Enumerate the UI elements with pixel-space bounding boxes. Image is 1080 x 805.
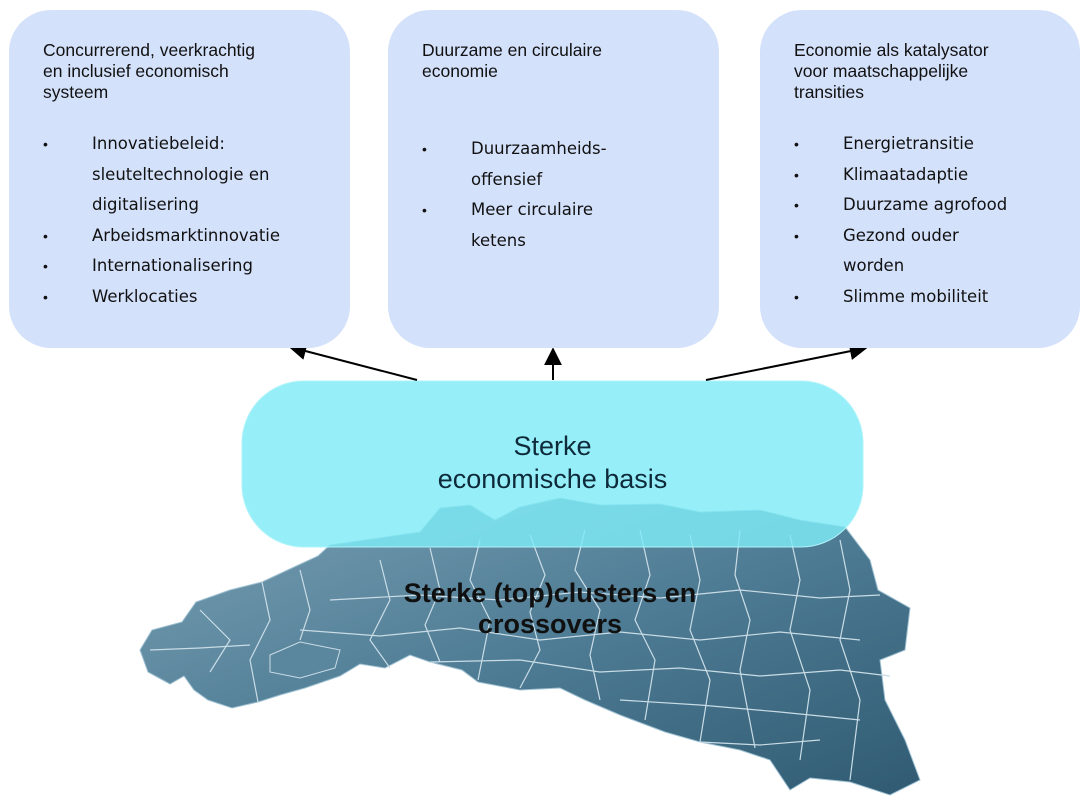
list-item: Arbeidsmarktinnovatie — [43, 221, 336, 252]
goal-box-economic-system: Concurrerend, veerkrachtig en inclusief … — [9, 10, 350, 348]
map-island — [269, 641, 341, 679]
arrow-up-icon — [705, 342, 868, 381]
list-item: Energietransitie — [794, 129, 1066, 160]
goal-title: Duurzame en circulaire economie — [422, 40, 602, 81]
list-item: Werklocaties — [43, 282, 336, 313]
netherlands-map-icon — [139, 497, 921, 796]
goal-box-circular-economy: Duurzame en circulaire economie Duurzaam… — [388, 10, 719, 348]
arrow-up-icon — [288, 342, 418, 381]
goal-list: Innovatiebeleid: sleuteltechnologie en d… — [43, 129, 336, 312]
list-item: Internationalisering — [43, 251, 336, 282]
list-item: Innovatiebeleid: sleuteltechnologie en d… — [43, 129, 336, 221]
list-item: Klimaatadaptie — [794, 160, 1066, 191]
list-item: Meer circulaire ketens — [422, 195, 705, 256]
municipality-borders — [149, 529, 891, 781]
goal-box-transitions: Economie als katalysator voor maatschapp… — [760, 10, 1080, 348]
goal-list: Energietransitie Klimaatadaptie Duurzame… — [794, 129, 1066, 312]
base-label: Sterke economische basis — [437, 431, 668, 494]
base-box — [241, 380, 864, 548]
list-item: Gezond ouder worden — [794, 221, 1066, 282]
list-item: Duurzame agrofood — [794, 190, 1066, 221]
list-item: Slimme mobiliteit — [794, 282, 1066, 313]
clusters-label: Sterke (top)clusters en crossovers — [403, 578, 697, 639]
list-item: Duurzaamheids- offensief — [422, 134, 705, 195]
goal-title: Concurrerend, veerkrachtig en inclusief … — [43, 40, 256, 102]
goal-list: Duurzaamheids- offensief Meer circulaire… — [422, 134, 705, 256]
goal-title: Economie als katalysator voor maatschapp… — [794, 40, 989, 102]
